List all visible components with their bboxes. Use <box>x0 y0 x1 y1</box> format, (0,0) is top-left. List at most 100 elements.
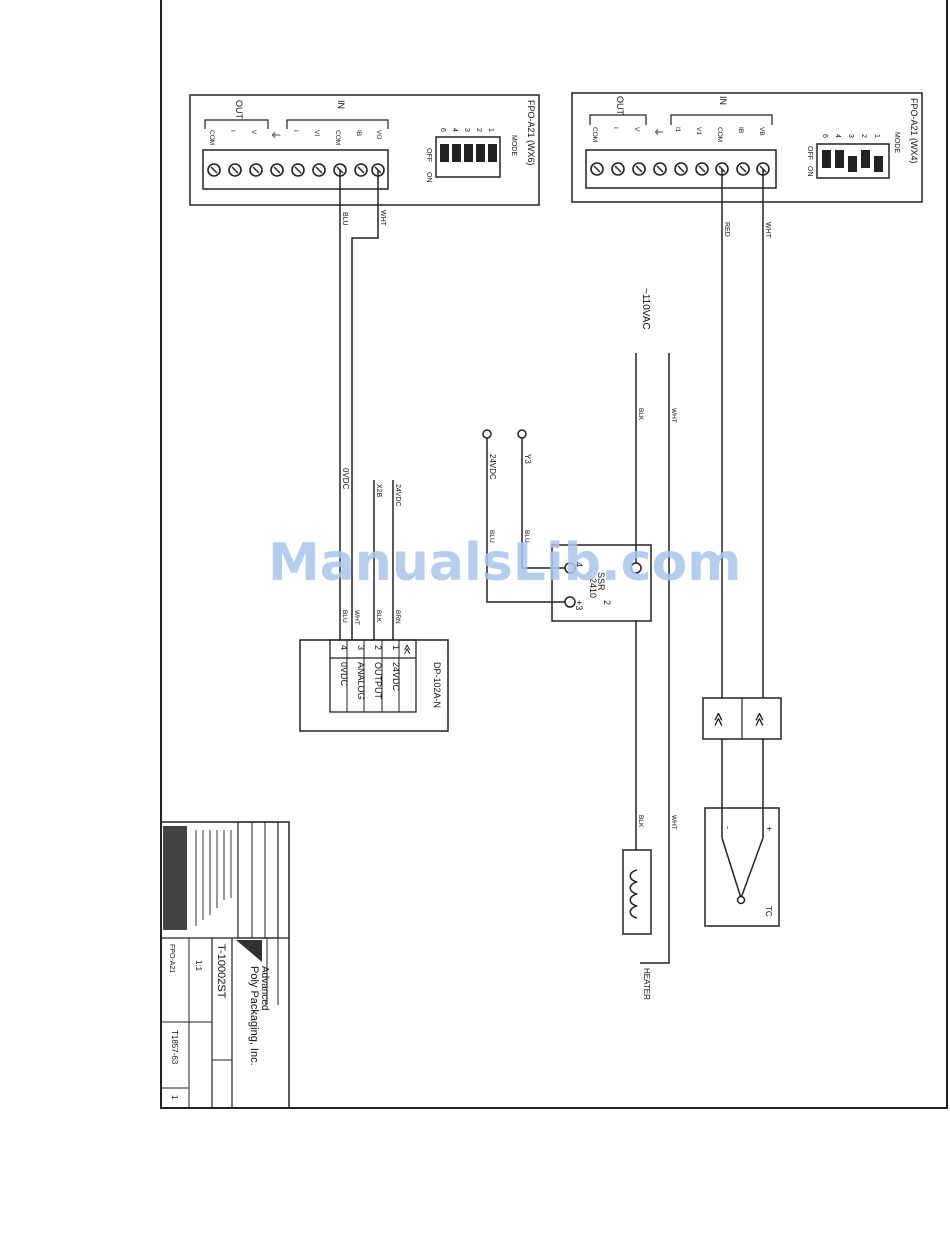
controller-b-dip-number: 4 <box>834 134 841 138</box>
label-lead-wht: WHT <box>353 610 360 625</box>
sensor-leads <box>373 480 394 640</box>
thermocouple-plus: + <box>764 826 774 831</box>
controller-a-term-label: I <box>292 130 299 132</box>
ssr-screw <box>564 596 576 608</box>
heater-label: HEATER <box>642 968 651 1000</box>
controller-b-out-bracket <box>589 114 647 125</box>
dip-lever <box>440 144 449 162</box>
drawing-scale: 1:1 <box>194 960 203 972</box>
thermocouple-label: TC <box>764 906 773 917</box>
tc-connector: ≪ ≪ <box>702 697 782 740</box>
company-name-line1: Advanced <box>259 966 270 1010</box>
controller-a-mode-label: MODE <box>510 135 517 156</box>
controller-a: FPO-A21 (WX6) MODE OFF ON 6 4 3 2 1 OUT … <box>189 94 540 206</box>
controller-a-term-label: VO <box>375 130 382 139</box>
label-lead-blk: BLK <box>375 610 382 623</box>
ssr-term-4: 4 <box>574 562 584 567</box>
controller-a-term-label: VI <box>313 130 320 136</box>
dip-lever <box>835 150 844 168</box>
label-a-blu: BLU <box>341 212 348 226</box>
controller-a-dip-number: 2 <box>475 128 482 132</box>
sensor-pin-name: 0VDC <box>339 662 349 687</box>
sensor-title: DP-102A-N <box>432 662 442 708</box>
drawing-border <box>160 0 948 1109</box>
label-24vdc-lead: 24VDC <box>394 484 401 507</box>
sensor-pin-num: 2 <box>373 645 383 650</box>
controller-b-off-label: OFF <box>806 146 813 160</box>
label-line-blk: BLK <box>637 408 644 421</box>
controller-b-mode-label: MODE <box>893 132 900 153</box>
connector-chevron-icon: ≪ <box>711 712 727 727</box>
label-b-red: RED <box>723 222 730 237</box>
controller-b-term-label: COM <box>591 127 598 142</box>
heater-coil-icon <box>629 869 638 919</box>
title-block-note-lines <box>195 830 232 926</box>
label-heater-blk: BLK <box>637 815 644 828</box>
dip-lever <box>464 144 473 162</box>
drawing-part: FPO-A21 <box>168 944 175 973</box>
wire-line-wht <box>640 353 670 964</box>
label-lead-blu: BLU <box>341 610 348 623</box>
controller-b-dip-number: 2 <box>860 134 867 138</box>
watermark: ManualsLib.com <box>268 533 741 593</box>
controller-b-in-label: IN <box>718 96 728 105</box>
thermocouple: - + TC <box>704 807 780 927</box>
ssr-name: SSR <box>596 572 606 591</box>
wire-24vdc-ssr <box>486 438 570 603</box>
sensor-pin-table <box>329 639 417 713</box>
dip-lever <box>848 156 857 172</box>
thermocouple-junction <box>721 832 764 901</box>
wire-wht-a <box>351 170 379 640</box>
terminal-y3 <box>517 429 527 439</box>
controller-a-dip-number: 6 <box>439 128 446 132</box>
sensor-pin-name: OUTPUT <box>373 662 383 700</box>
sensor-connector-icon: ≪ <box>401 644 412 654</box>
controller-a-off-label: OFF <box>425 148 432 162</box>
label-y3: Y3 <box>523 454 532 464</box>
controller-b-ground-symbol: ⏚ <box>652 127 664 137</box>
label-x2b: X2B <box>375 484 382 498</box>
sensor-pin-num: 3 <box>356 645 366 650</box>
dip-lever <box>861 150 870 168</box>
controller-a-term-label: COM <box>334 130 341 145</box>
ssr-wiring <box>486 438 570 603</box>
ssr-box <box>551 544 652 622</box>
controller-a-term-label: COM <box>208 130 215 145</box>
dip-lever <box>488 144 497 162</box>
sensor-pin-name: 24VDC <box>391 662 401 692</box>
controller-a-term-label: IB <box>355 130 362 136</box>
controller-a-title: FPO-A21 (WX6) <box>526 100 536 166</box>
thermocouple-box <box>704 807 780 927</box>
controller-b-in-bracket <box>670 114 773 125</box>
title-block-notes <box>163 826 187 930</box>
controller-a-in-bracket <box>286 119 389 129</box>
ssr-relay: SSR 2410 +3 4 2 <box>551 544 652 622</box>
wire-y3-ssr <box>521 438 570 569</box>
controller-a-term-label: V <box>250 130 257 135</box>
controller-a-dip-number: 1 <box>487 128 494 132</box>
controller-b-term-label: I1 <box>674 127 681 133</box>
label-b-wht: WHT <box>764 222 771 239</box>
controller-b-box <box>571 92 923 203</box>
controller-b-term-label: IB <box>737 127 744 133</box>
dip-lever <box>822 150 831 168</box>
sensor-pin-name: ANALOG <box>356 662 366 700</box>
title-block-frame <box>160 821 290 1109</box>
ac-line <box>635 353 670 964</box>
heater: HEATER <box>622 849 652 1000</box>
label-ssr-blu-top: BLU <box>523 530 530 543</box>
controller-a-box <box>189 94 540 206</box>
controller-b-term-label: I <box>612 127 619 129</box>
thermocouple-minus: - <box>723 826 733 829</box>
controller-b-term-label: V <box>633 127 640 132</box>
controller-b: FPO-A21 (WX4) MODE OFF ON 6 4 3 2 1 OUT … <box>571 92 923 203</box>
controller-b-dip-number: 1 <box>873 134 880 138</box>
label-lead-brn: BRN <box>394 610 401 624</box>
sensor-dp102: DP-102A-N ≪ 1 24VDC 2 OUTPUT 3 ANALOG 4 … <box>299 639 449 732</box>
controller-a-wiring <box>339 170 379 640</box>
controller-a-out-bracket <box>204 119 269 129</box>
controller-a-dip-number: 3 <box>463 128 470 132</box>
terminal-24vdc <box>482 429 492 439</box>
